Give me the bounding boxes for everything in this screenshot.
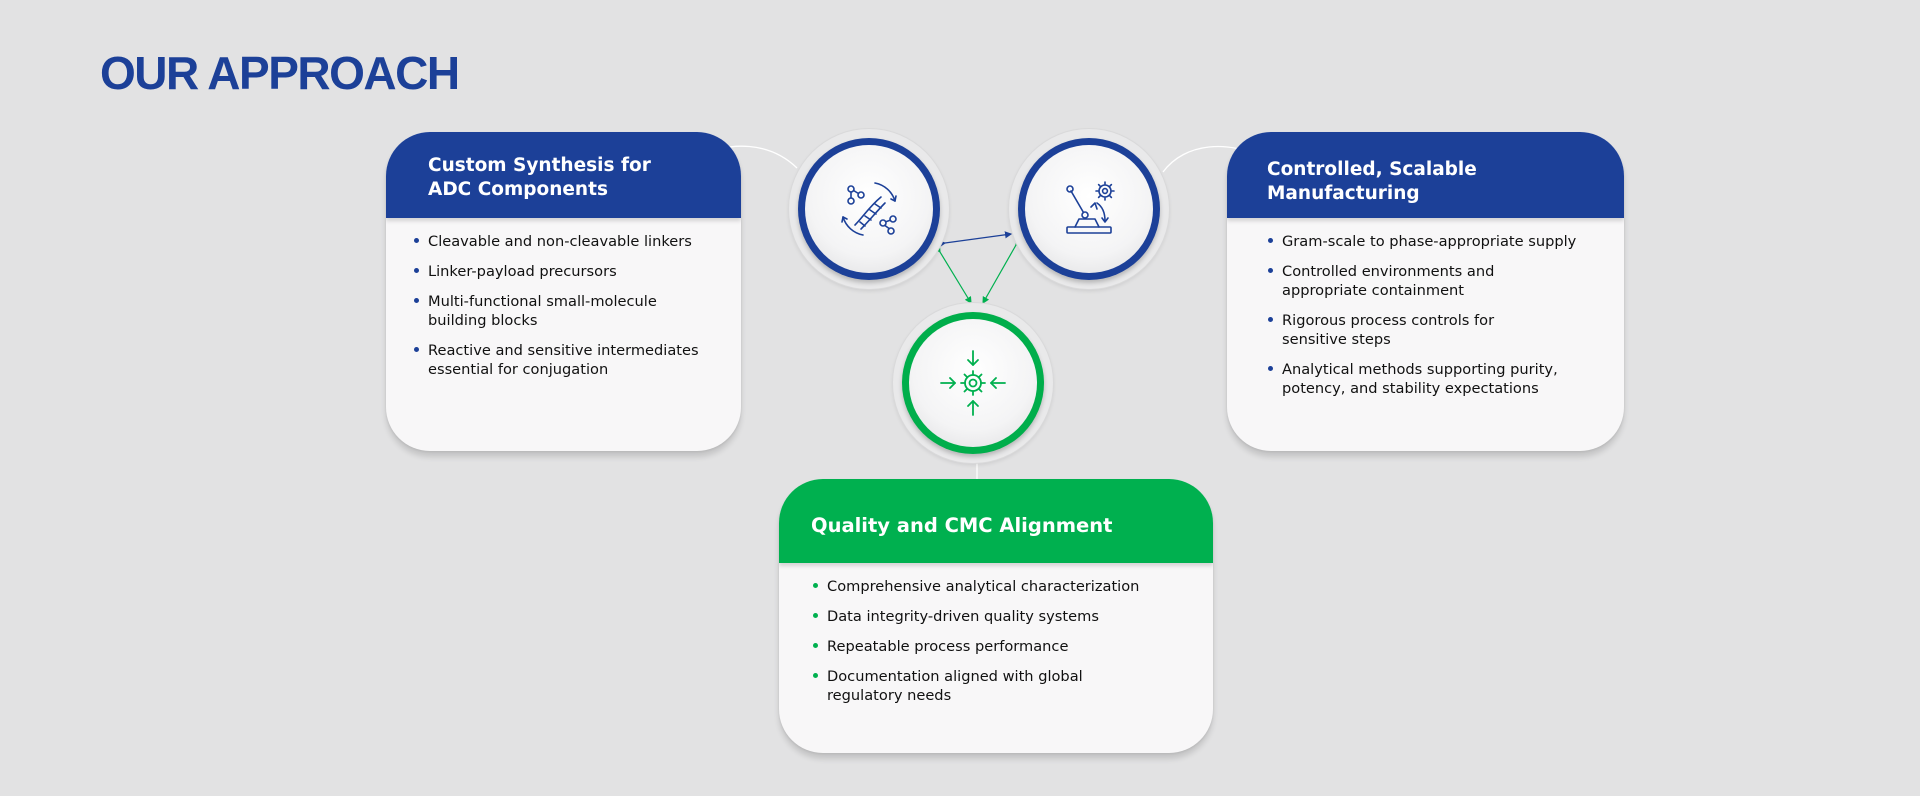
node-manufacturing xyxy=(1009,129,1169,289)
card-quality-cmc: Quality and CMC Alignment Comprehensive … xyxy=(779,479,1213,753)
card-title-line: Controlled, Scalable xyxy=(1267,159,1477,180)
list-item: Repeatable process performance xyxy=(813,637,1193,656)
gear-converging-arrows-icon xyxy=(940,350,1006,416)
arrow-manufacturing-quality xyxy=(982,238,1023,305)
card-manufacturing-header: Controlled, Scalable Manufacturing xyxy=(1227,132,1624,218)
card-quality-cmc-list: Comprehensive analytical characterizatio… xyxy=(779,563,1213,705)
list-item: Cleavable and non-cleavable linkers xyxy=(414,232,721,251)
lever-gear-icon xyxy=(1066,181,1115,234)
card-custom-synthesis-list: Cleavable and non-cleavable linkers Link… xyxy=(386,218,741,379)
dna-molecule-cycle-icon xyxy=(841,182,897,236)
list-item: Data integrity-driven quality systems xyxy=(813,607,1193,626)
arrow-synthesis-quality xyxy=(933,245,972,305)
page-title: OUR APPROACH xyxy=(100,47,460,99)
node-quality xyxy=(893,303,1053,463)
card-title-line: Manufacturing xyxy=(1267,183,1420,204)
card-title: Quality and CMC Alignment xyxy=(811,514,1113,537)
card-quality-cmc-header: Quality and CMC Alignment xyxy=(779,479,1213,563)
node-synthesis xyxy=(789,129,949,289)
list-item: Gram-scale to phase-appropriate supply xyxy=(1268,232,1604,251)
card-custom-synthesis: Custom Synthesis for ADC Components Clea… xyxy=(386,132,741,451)
list-item: Linker-payload precursors xyxy=(414,262,721,281)
card-manufacturing-list: Gram-scale to phase-appropriate supply C… xyxy=(1227,218,1624,398)
card-title-line: Custom Synthesis for xyxy=(428,155,651,176)
card-custom-synthesis-header: Custom Synthesis for ADC Components xyxy=(386,132,741,218)
list-item: Analytical methods supporting purity,pot… xyxy=(1268,360,1604,398)
card-title-line: ADC Components xyxy=(428,179,608,200)
arrow-synthesis-manufacturing xyxy=(938,231,1013,248)
card-manufacturing: Controlled, Scalable Manufacturing Gram-… xyxy=(1227,132,1624,451)
list-item: Comprehensive analytical characterizatio… xyxy=(813,577,1193,596)
